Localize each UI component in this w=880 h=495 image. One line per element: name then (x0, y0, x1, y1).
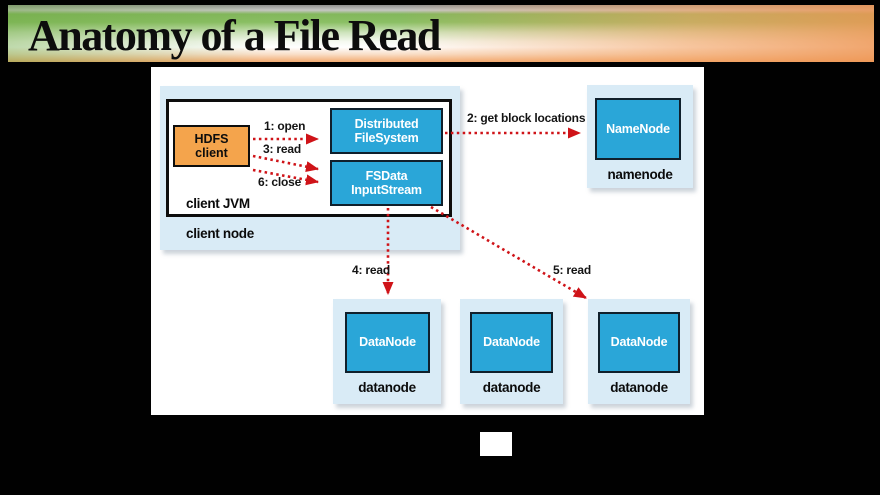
datanode3-box-label: DataNode (610, 335, 668, 350)
datanode2-box-label: DataNode (483, 335, 540, 350)
footer-placeholder (480, 432, 512, 456)
datanode3-label: datanode (610, 380, 668, 395)
datanode1-box-label: DataNode (359, 335, 416, 350)
hdfs-client-line1: HDFS (194, 131, 229, 146)
fsdata-inputstream-line1: FSData (365, 168, 408, 183)
arrow-label-get-block-locations: 2: get block locations (467, 111, 586, 125)
distributed-filesystem-line2: FileSystem (354, 131, 419, 145)
datanode3-box: DataNode (598, 312, 680, 373)
arrow-label-read3: 3: read (263, 142, 301, 156)
namenode-box-label: NameNode (606, 121, 670, 136)
slide-title: Anatomy of a File Read (28, 11, 441, 60)
datanode2-label: datanode (482, 380, 541, 395)
client-node-label: client node (186, 226, 254, 241)
arrow-label-read4: 4: read (352, 263, 390, 277)
arrow-label-open: 1: open (264, 119, 306, 133)
hdfs-client-box: HDFS client (173, 125, 250, 167)
client-jvm-label: client JVM (186, 196, 250, 211)
fsdata-inputstream-box: FSData InputStream (330, 160, 443, 206)
datanode1-box: DataNode (345, 312, 430, 373)
datanode1-label: datanode (358, 380, 416, 395)
distributed-filesystem-box: Distributed FileSystem (330, 108, 443, 154)
hdfs-client-line2: client (195, 146, 228, 160)
namenode-box: NameNode (595, 98, 681, 160)
arrow-label-read5: 5: read (553, 263, 591, 277)
datanode2-box: DataNode (470, 312, 553, 373)
fsdata-inputstream-line2: InputStream (351, 183, 422, 197)
distributed-filesystem-line1: Distributed (354, 116, 419, 131)
arrow-label-close: 6: close (258, 175, 302, 189)
namenode-label: namenode (607, 167, 673, 182)
title-banner: Anatomy of a File Read (8, 5, 874, 62)
